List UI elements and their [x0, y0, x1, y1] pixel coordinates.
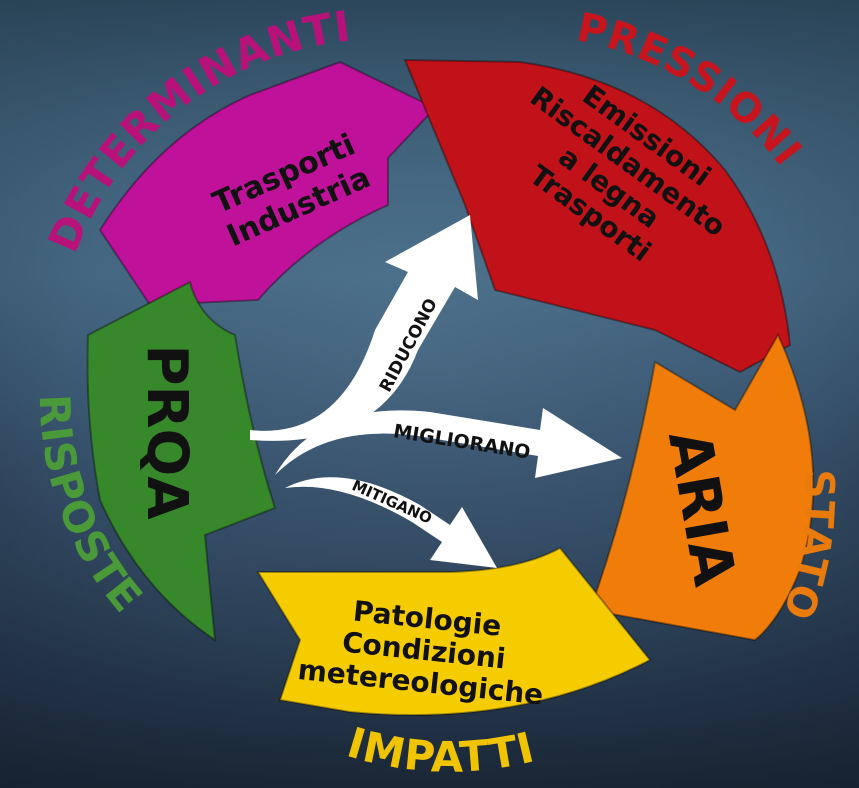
risposte-segment-label: PRQA	[134, 344, 199, 520]
segment-pressioni	[403, 58, 792, 374]
segment-stato	[588, 332, 815, 642]
segment-impatti	[256, 546, 652, 716]
risposte-text: PRQA	[134, 344, 199, 520]
segment-risposte	[86, 280, 277, 643]
arrow-mitigano	[285, 477, 497, 568]
arrow-riducono	[250, 215, 478, 441]
arrow-migliorano	[275, 408, 622, 478]
